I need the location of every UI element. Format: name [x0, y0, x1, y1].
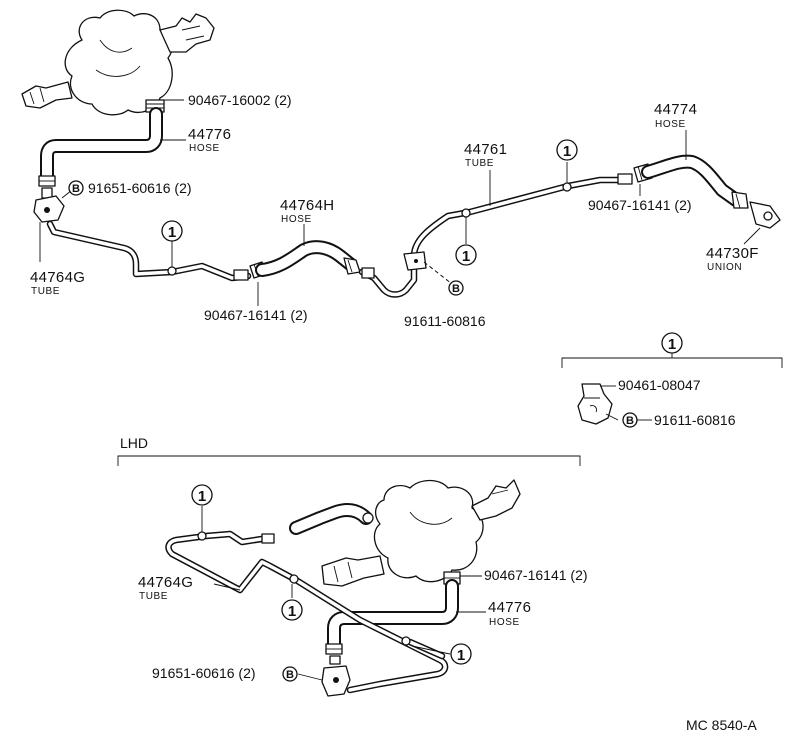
lhd-label: LHD	[120, 435, 148, 451]
label-44774-sub: HOSE	[655, 119, 686, 130]
svg-text:B: B	[626, 415, 634, 427]
label-91651-60616: 91651-60616 (2)	[88, 180, 192, 196]
svg-text:1: 1	[457, 647, 465, 664]
clip-marker-lhd-c	[401, 636, 411, 646]
clip-marker-1a	[167, 266, 177, 276]
callout-1-lhd-top: 1	[191, 484, 213, 506]
label-44764h: 44764H	[280, 197, 334, 214]
svg-text:1: 1	[462, 248, 470, 265]
label-44774: 44774	[654, 101, 697, 118]
label-lhd-91651-60616: 91651-60616 (2)	[152, 665, 256, 681]
label-detail-91611-60816: 91611-60816	[654, 412, 736, 428]
label-lhd-44776: 44776	[488, 599, 531, 616]
diagram-code: MC 8540-A	[686, 717, 757, 733]
union-44730f	[749, 201, 781, 229]
clip-marker-1c	[562, 182, 572, 192]
clip-marker-lhd-b	[289, 574, 299, 584]
svg-text:B: B	[286, 669, 294, 681]
clip-marker-lhd-a	[197, 531, 207, 541]
hose-lhd-upper	[289, 503, 373, 535]
label-lhd-44764g: 44764G	[138, 574, 193, 591]
label-44761-sub: TUBE	[465, 158, 494, 169]
callout-1-lhd-middle: 1	[281, 599, 303, 621]
svg-text:1: 1	[288, 603, 296, 620]
label-44764g-sub: TUBE	[31, 286, 60, 297]
label-44761: 44761	[464, 141, 507, 158]
callout-1-tube-left: 1	[161, 220, 183, 242]
label-44776: 44776	[188, 126, 231, 143]
label-lhd-44764g-sub: TUBE	[139, 591, 168, 602]
label-lhd-44776-sub: HOSE	[489, 617, 520, 628]
clip-marker-1b	[461, 208, 471, 218]
label-44730f-sub: UNION	[707, 262, 742, 273]
label-90467-16141-right: 90467-16141 (2)	[588, 197, 692, 213]
svg-text:1: 1	[168, 224, 176, 241]
tube-lhd-44764g	[165, 530, 449, 694]
detail-1-group: 1 B 90461-08047 91611-60816	[561, 332, 783, 428]
callout-1-tube-middle: 1	[455, 244, 477, 266]
svg-text:1: 1	[198, 488, 206, 505]
check-valve-fitting	[33, 187, 65, 223]
callout-b-lhd: B	[282, 666, 298, 682]
svg-text:1: 1	[563, 143, 571, 160]
svg-text:B: B	[72, 183, 80, 195]
label-lhd-90467-16141: 90467-16141 (2)	[484, 567, 588, 583]
label-90467-16141-mid: 90467-16141 (2)	[204, 307, 308, 323]
hose-lhd-44776	[327, 579, 459, 651]
label-90467-16002: 90467-16002 (2)	[188, 92, 292, 108]
svg-text:B: B	[452, 283, 460, 295]
label-44764h-sub: HOSE	[281, 214, 312, 225]
label-44776-sub: HOSE	[189, 143, 220, 154]
label-44730f: 44730F	[706, 245, 759, 262]
tube-connector-middle	[358, 176, 626, 298]
callout-b-bolt: B	[448, 280, 464, 296]
label-90461-08047: 90461-08047	[618, 377, 701, 393]
callout-b-screw: B	[68, 180, 84, 196]
label-44764g: 44764G	[30, 269, 85, 286]
callout-1-tube-right: 1	[556, 139, 578, 161]
brake-booster-lhd	[321, 479, 521, 587]
hose-44776	[40, 107, 163, 185]
svg-text:1: 1	[668, 336, 676, 353]
callout-1-lhd-bottom: 1	[450, 643, 472, 665]
clip-90461-08047	[577, 383, 613, 425]
hose-44774	[641, 154, 743, 207]
label-91611-60816: 91611-60816	[404, 313, 486, 329]
hose-44764h	[255, 240, 357, 277]
brake-booster-top	[21, 9, 215, 116]
tube-44764g	[46, 220, 252, 282]
